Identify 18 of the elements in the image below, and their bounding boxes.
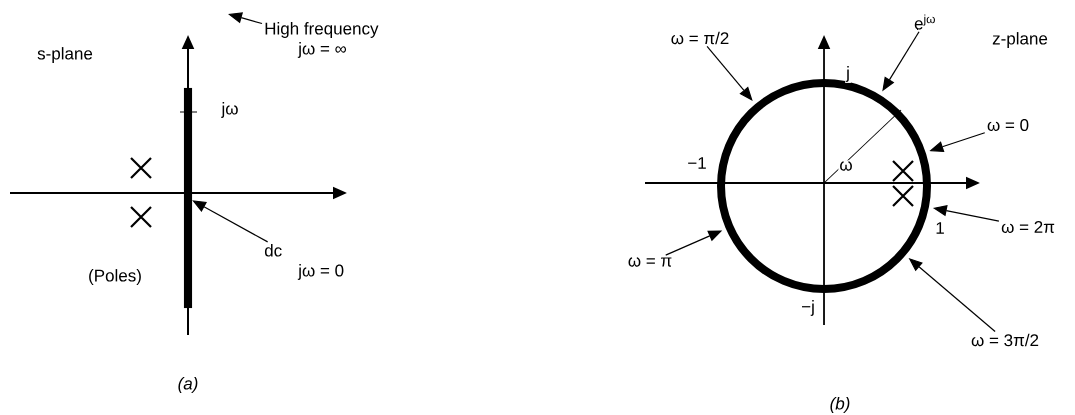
- annotation-text: ω = π/2: [671, 31, 729, 45]
- leader-arrow: [706, 45, 753, 101]
- panel-label: (b): [828, 396, 852, 414]
- annotation-text: ω = 3π/2: [971, 333, 1039, 347]
- angle-label: ω: [838, 160, 854, 172]
- axis-label: 1: [934, 221, 946, 235]
- leader-arrow: [192, 200, 269, 243]
- annotation-text: ω = π: [628, 257, 672, 267]
- annotation-text: ω = 0: [987, 119, 1029, 132]
- axis-label: jω: [220, 101, 240, 119]
- plane-label: s-plane: [36, 46, 94, 64]
- panel-label: (a): [176, 376, 200, 394]
- pole-label: (Poles): [87, 268, 143, 286]
- annotation-text: dc jω = 0: [264, 244, 344, 280]
- annotation-text: ω = 2π: [1001, 221, 1055, 234]
- annotation-text: e$^{jω}$: [914, 14, 935, 30]
- plane-label: z-plane: [991, 31, 1049, 49]
- annotation-text: High frequency jω = ∞: [265, 22, 379, 58]
